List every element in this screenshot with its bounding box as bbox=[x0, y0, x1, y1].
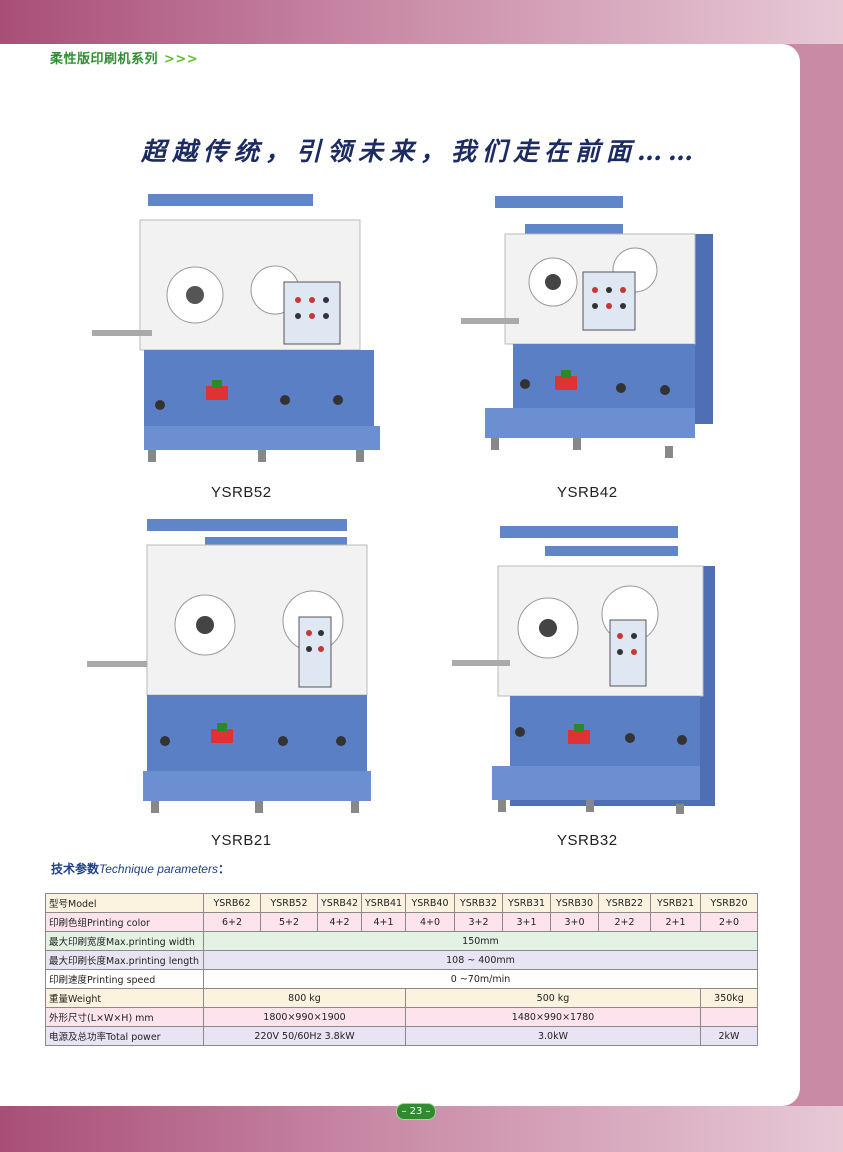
table-row-power: 电源及总功率Total power 220V 50/60Hz 3.8kW 3.0… bbox=[45, 1026, 758, 1046]
top-band bbox=[0, 0, 843, 44]
table-cell: YSRB41 bbox=[361, 893, 406, 913]
table-cell: YSRB32 bbox=[454, 893, 503, 913]
table-cell: YSRB31 bbox=[502, 893, 551, 913]
table-row-model: 型号Model YSRB62 YSRB52 YSRB42 YSRB41 YSRB… bbox=[45, 893, 758, 913]
machine-caption-ysrb21: YSRB21 bbox=[211, 832, 272, 849]
table-cell: 2kW bbox=[700, 1026, 758, 1046]
table-cell: YSRB42 bbox=[317, 893, 362, 913]
series-header: 柔性版印刷机系列 >>> bbox=[50, 48, 198, 67]
table-cell: 3+1 bbox=[502, 912, 551, 932]
table-cell: YSRB20 bbox=[700, 893, 758, 913]
table-cell: YSRB62 bbox=[203, 893, 261, 913]
table-row-printing-length: 最大印刷长度Max.printing length 108 ~ 400mm bbox=[45, 950, 758, 970]
table-cell: YSRB21 bbox=[650, 893, 701, 913]
spec-table: 型号Model YSRB62 YSRB52 YSRB42 YSRB41 YSRB… bbox=[45, 893, 758, 1046]
table-cell bbox=[700, 1007, 758, 1027]
table-cell: 3+2 bbox=[454, 912, 503, 932]
machine-caption-ysrb42: YSRB42 bbox=[557, 484, 618, 501]
table-cell: YSRB52 bbox=[260, 893, 318, 913]
table-row-weight: 重量Weight 800 kg 500 kg 350kg bbox=[45, 988, 758, 1008]
table-cell: 2+2 bbox=[598, 912, 651, 932]
machine-image-ysrb21 bbox=[87, 519, 371, 813]
machine-caption-ysrb32: YSRB32 bbox=[557, 832, 618, 849]
machine-image-ysrb42 bbox=[461, 196, 713, 458]
page-number: – 23 – bbox=[396, 1103, 436, 1120]
table-cell: 2+0 bbox=[700, 912, 758, 932]
table-cell: 3.0kW bbox=[405, 1026, 701, 1046]
row-label: 重量Weight bbox=[45, 988, 204, 1008]
table-row-printing-color: 印刷色组Printing color 6+2 5+2 4+2 4+1 4+0 3… bbox=[45, 912, 758, 932]
tech-title-en: Technique parameters bbox=[99, 862, 218, 876]
machine-image-ysrb32 bbox=[452, 526, 715, 814]
table-cell: 6+2 bbox=[203, 912, 261, 932]
slogan: 超越传统，引领未来，我们走在前面…… bbox=[140, 137, 699, 166]
tech-title-cn: 技术参数 bbox=[51, 862, 100, 876]
table-cell: 108 ~ 400mm bbox=[203, 950, 758, 970]
table-cell: 220V 50/60Hz 3.8kW bbox=[203, 1026, 406, 1046]
series-arrows: >>> bbox=[164, 52, 199, 67]
table-cell: 2+1 bbox=[650, 912, 701, 932]
row-label: 外形尺寸(L×W×H) mm bbox=[45, 1007, 204, 1027]
table-cell: 500 kg bbox=[405, 988, 701, 1008]
table-cell: 1800×990×1900 bbox=[203, 1007, 406, 1027]
tech-params-title: 技术参数Technique parameters： bbox=[51, 860, 230, 877]
table-cell: 800 kg bbox=[203, 988, 406, 1008]
machine-image-ysrb52 bbox=[92, 194, 380, 462]
row-label: 最大印刷宽度Max.printing width bbox=[45, 931, 204, 951]
table-row-printing-speed: 印刷速度Printing speed 0 ~70m/min bbox=[45, 969, 758, 989]
row-label: 印刷色组Printing color bbox=[45, 912, 204, 932]
table-cell: 350kg bbox=[700, 988, 758, 1008]
table-cell: 150mm bbox=[203, 931, 758, 951]
table-cell: 4+0 bbox=[405, 912, 455, 932]
row-label: 最大印刷长度Max.printing length bbox=[45, 950, 204, 970]
table-cell: 3+0 bbox=[550, 912, 599, 932]
table-cell: 5+2 bbox=[260, 912, 318, 932]
table-cell: 0 ~70m/min bbox=[203, 969, 758, 989]
series-title: 柔性版印刷机系列 bbox=[50, 52, 159, 67]
row-label: 型号Model bbox=[45, 893, 204, 913]
table-cell: 4+1 bbox=[361, 912, 406, 932]
table-cell: YSRB22 bbox=[598, 893, 651, 913]
row-label: 印刷速度Printing speed bbox=[45, 969, 204, 989]
table-row-printing-width: 最大印刷宽度Max.printing width 150mm bbox=[45, 931, 758, 951]
table-cell: YSRB40 bbox=[405, 893, 455, 913]
table-cell: YSRB30 bbox=[550, 893, 599, 913]
row-label: 电源及总功率Total power bbox=[45, 1026, 204, 1046]
tech-title-colon: ： bbox=[217, 862, 230, 876]
table-cell: 1480×990×1780 bbox=[405, 1007, 701, 1027]
machine-caption-ysrb52: YSRB52 bbox=[211, 484, 272, 501]
table-cell: 4+2 bbox=[317, 912, 362, 932]
table-row-dimensions: 外形尺寸(L×W×H) mm 1800×990×1900 1480×990×17… bbox=[45, 1007, 758, 1027]
